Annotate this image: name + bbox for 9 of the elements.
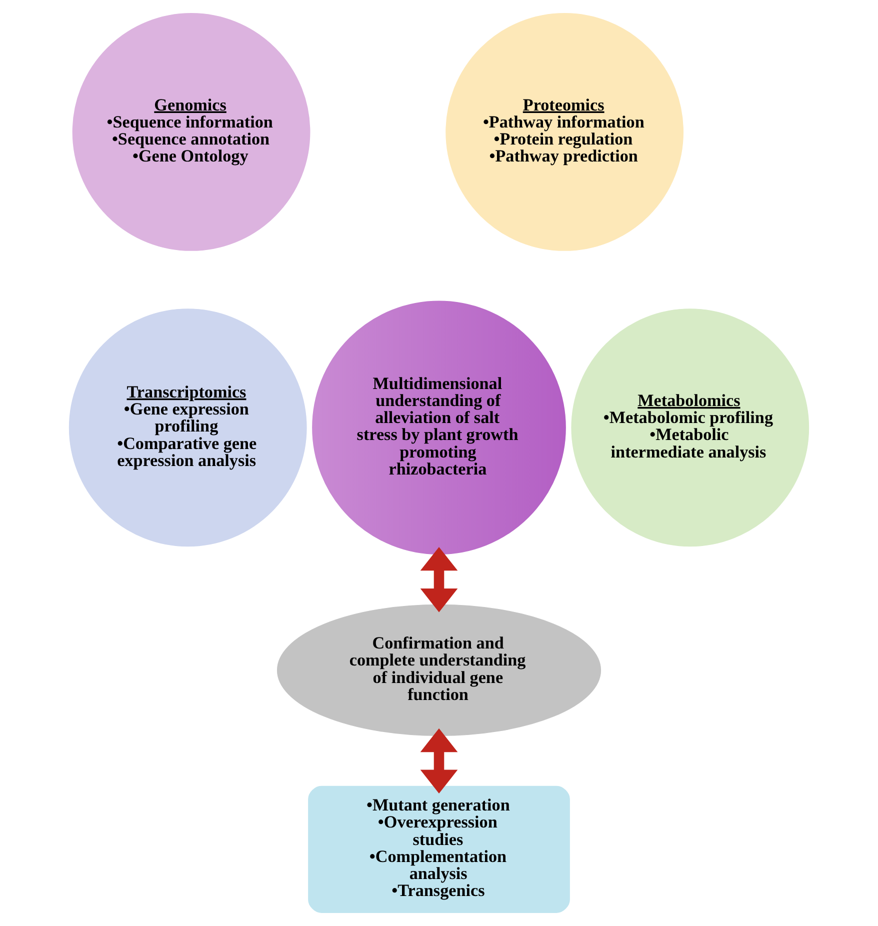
arrow (420, 546, 458, 612)
node-ellipse: Confirmation and complete understanding of individual gene function (276, 604, 602, 737)
node-circle: Genomics •Sequence information •Sequence annotation •Gene Ontology (72, 12, 311, 252)
arrow (420, 728, 458, 794)
node-circle: Transcriptomics •Gene expression profiling •Comparative gene expression analysis (68, 308, 308, 548)
node-box: •Mutant generation •Overexpression studies •Complementation analysis •Transgenics (307, 785, 571, 914)
node-circle: Proteomics •Pathway information •Protein regulation •Pathway prediction (444, 12, 684, 252)
node-circle: Metabolomics •Metabolomic profiling •Metabolic intermediate analysis (570, 308, 810, 548)
node-circle: Multidimensional understanding of alleviation of salt stress by plant growth promoting rhizobacteria (311, 300, 567, 556)
